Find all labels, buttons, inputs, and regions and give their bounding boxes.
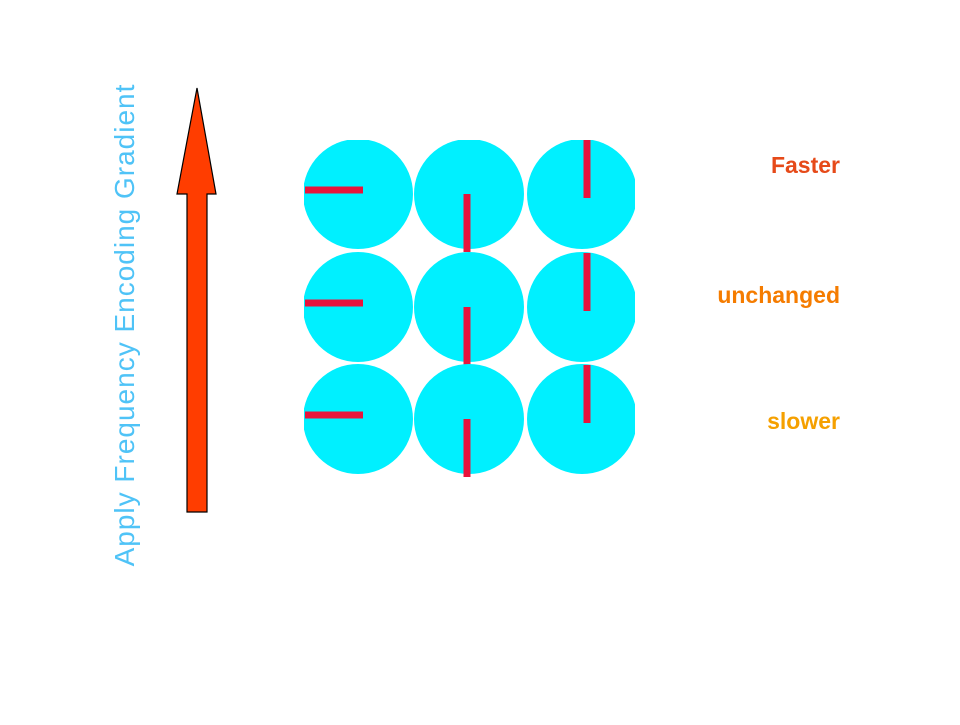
row-label-slower: slower — [767, 408, 840, 434]
spin-circle — [304, 364, 413, 474]
spin-unchanged-2 — [414, 252, 524, 365]
row-label-unchanged: unchanged — [717, 282, 840, 308]
row-label-faster: Faster — [770, 152, 840, 178]
spin-circle — [304, 140, 413, 249]
spin-faster-2 — [414, 140, 524, 252]
axis-label: Apply Frequency Encoding Gradient — [109, 83, 140, 567]
spin-unchanged-1 — [304, 252, 413, 362]
spin-slower-1 — [304, 364, 413, 474]
spin-circle — [527, 252, 635, 362]
spin-faster-1 — [304, 140, 413, 249]
spin-circle — [527, 364, 635, 474]
spin-faster-3 — [527, 140, 635, 249]
spin-circle — [527, 140, 635, 249]
spin-slower-2 — [414, 364, 524, 477]
up-arrow-icon — [176, 87, 217, 513]
spin-grid — [304, 140, 635, 477]
spin-slower-3 — [527, 364, 635, 474]
spin-circle — [304, 252, 413, 362]
spin-unchanged-3 — [527, 252, 635, 362]
gradient-arrow — [176, 87, 217, 513]
